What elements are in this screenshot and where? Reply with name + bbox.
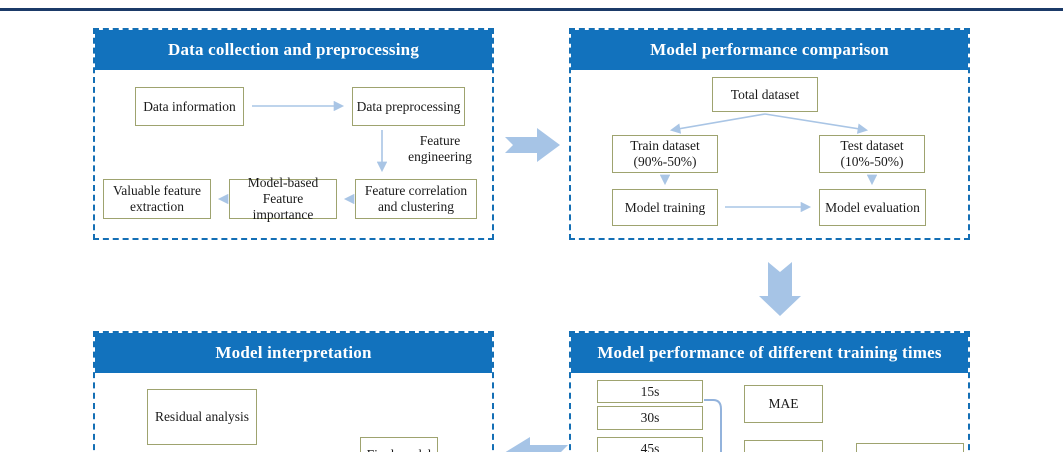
box-model-based-importance: Model-based Feature importance	[229, 175, 337, 222]
box-train-dataset: Train dataset (90%-50%)	[612, 135, 718, 173]
panel-model-interpretation: Model interpretation Residual analysis F…	[93, 331, 494, 452]
box-time-15s: 15s	[597, 380, 703, 403]
panel-performance-comparison: Model performance comparison Total datas…	[569, 28, 970, 240]
box-model-training: Model training	[612, 189, 718, 226]
box-valuable-feature: Valuable feature extraction	[103, 179, 211, 219]
box-time-45s: 45s	[597, 437, 703, 452]
panel-training-times: Model performance of different training …	[569, 331, 970, 452]
flow-arrow-down-icon	[759, 262, 801, 316]
panel-title: Model performance comparison	[571, 30, 968, 70]
box-final-model: Final model	[360, 437, 438, 452]
box-feature-correlation: Feature correlation and clustering	[355, 179, 477, 219]
box-model-evaluation: Model evaluation	[819, 189, 926, 226]
box-residual-analysis: Residual analysis	[147, 389, 257, 445]
box-test-dataset: Test dataset (10%-50%)	[819, 135, 925, 173]
box-time-30s: 30s	[597, 406, 703, 430]
panel-data-collection: Data collection and preprocessing Data i…	[93, 28, 494, 240]
panel-title: Data collection and preprocessing	[95, 30, 492, 70]
box-metric-blank-right	[856, 443, 964, 452]
box-metric-blank-left	[744, 440, 823, 452]
label-feature-engineering: Feature engineering	[408, 133, 472, 165]
panel-title: Model performance of different training …	[571, 333, 968, 373]
box-data-information: Data information	[135, 87, 244, 126]
box-mae: MAE	[744, 385, 823, 423]
box-total-dataset: Total dataset	[712, 77, 818, 112]
flow-arrow-left-icon	[505, 437, 568, 452]
panel-title: Model interpretation	[95, 333, 492, 373]
box-data-preprocessing: Data preprocessing	[352, 87, 465, 126]
flow-arrow-right-icon	[505, 128, 560, 162]
top-rule-divider	[0, 8, 1063, 11]
